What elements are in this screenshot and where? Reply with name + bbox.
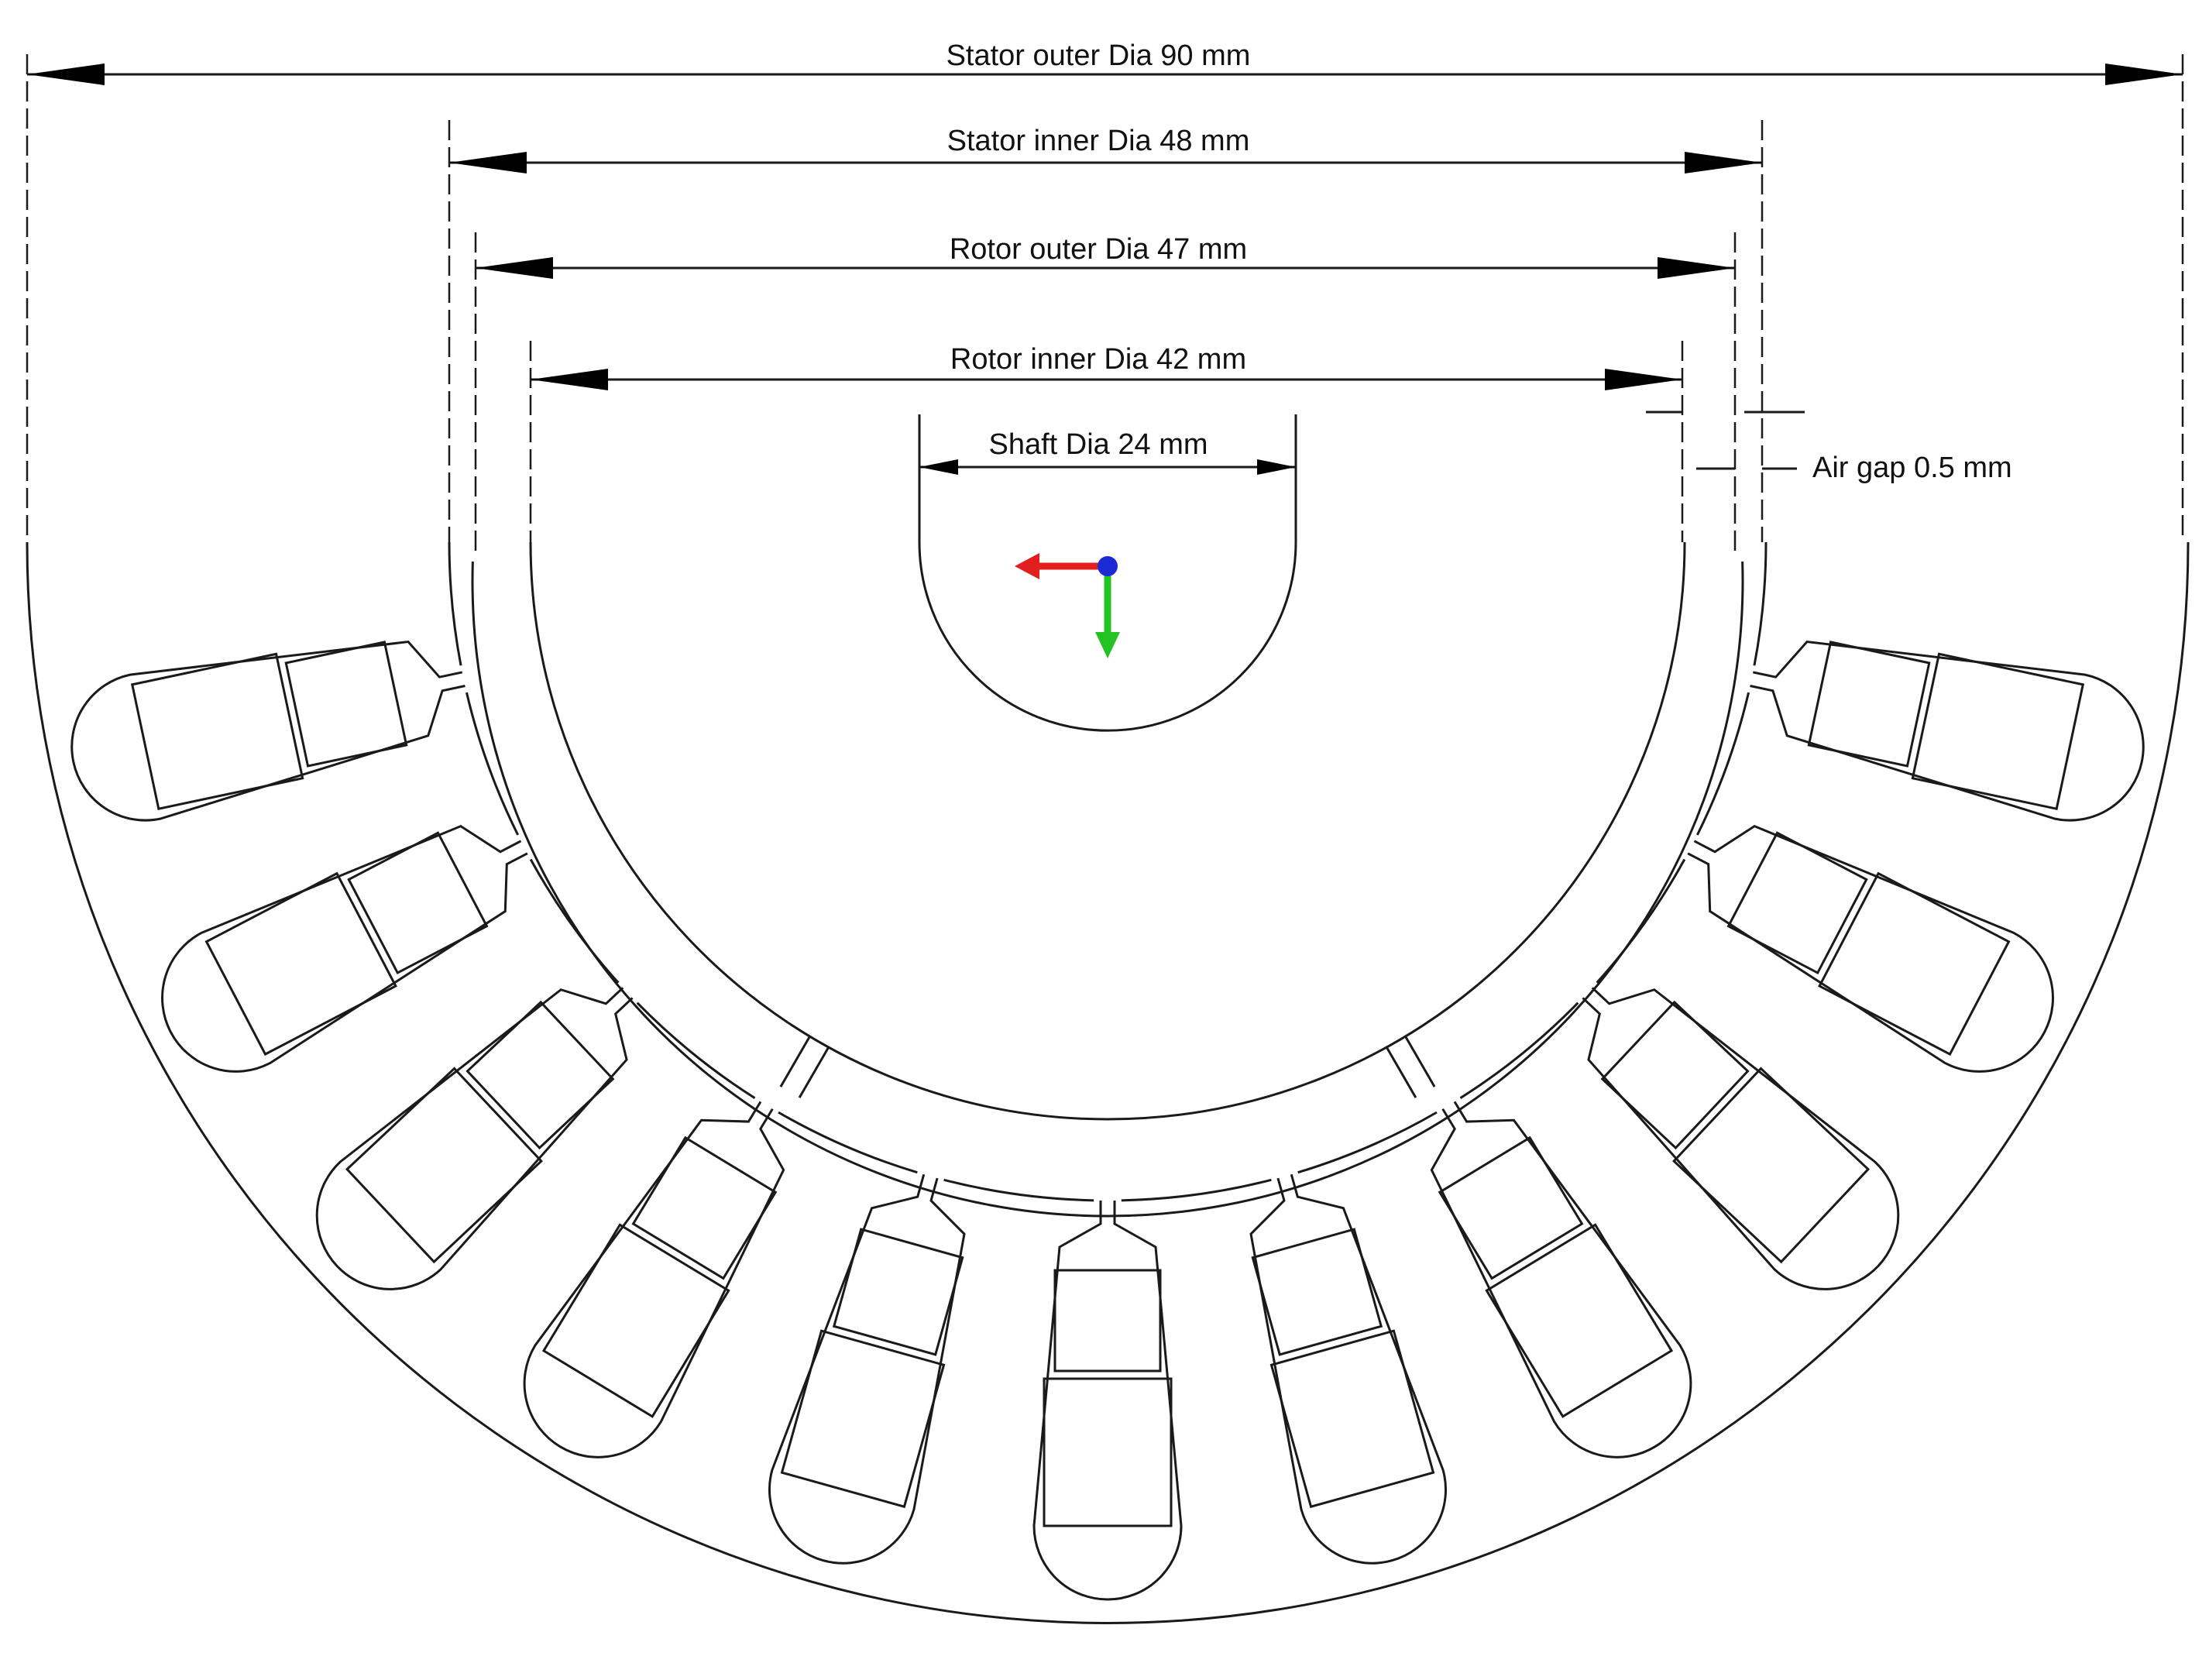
slot-outline: [1687, 824, 2054, 1073]
coil-inner: [1438, 1135, 1584, 1280]
coil-inner: [347, 831, 489, 975]
coil-inner: [1726, 831, 1868, 975]
slot-outline: [161, 824, 528, 1073]
slot-outline: [768, 1173, 966, 1565]
stator-slot: [161, 824, 528, 1073]
stator-inner-dia-label: Stator inner Dia 48 mm: [947, 125, 1250, 157]
rotor-notches: [779, 1036, 1436, 1098]
notch-walls: [779, 1036, 830, 1098]
x-axis-arrow-head: [1015, 553, 1039, 579]
slot-outline: [1750, 640, 2145, 822]
coil-outer: [204, 871, 397, 1056]
shaft-dia-label: Shaft Dia 24 mm: [989, 428, 1208, 461]
coil-inner: [1807, 641, 1931, 768]
stator-slot: [1249, 1173, 1448, 1565]
slot-outline: [1430, 1101, 1692, 1458]
stator-slot: [523, 1101, 785, 1458]
outlines: [26, 541, 2190, 1624]
dimension-lines: [27, 64, 2183, 475]
rotor-inner-dim-arrow-left: [531, 369, 608, 390]
coil-outer: [1485, 1223, 1674, 1418]
rotor-outer-dim-arrow-left: [476, 257, 553, 279]
stator-outer-dia-label: Stator outer Dia 90 mm: [946, 40, 1251, 72]
shaft-dim-arrow-left: [919, 459, 958, 475]
stator-slot: [70, 640, 466, 822]
origin-marker: [1098, 556, 1118, 576]
coil-outer: [1818, 871, 2011, 1056]
coil-outer: [780, 1329, 946, 1509]
slot-outline: [1249, 1173, 1448, 1565]
stator-outer-arc: [26, 541, 2190, 1624]
rotor-notch: [1386, 1036, 1436, 1098]
stator-slots: [70, 640, 2145, 1601]
rotor-outer-dim-arrow-right: [1658, 257, 1735, 279]
slot-outline: [1582, 987, 1900, 1290]
rotor-inner-dim-arrow-right: [1605, 369, 1682, 390]
shaft-arc: [918, 541, 1297, 732]
coil-outer: [130, 652, 304, 811]
rotor-notch: [779, 1036, 830, 1098]
stator-slot: [1032, 1201, 1183, 1601]
stator-slot: [1687, 824, 2054, 1073]
slot-outline: [315, 987, 634, 1290]
coil-inner: [1053, 1269, 1162, 1373]
coil-inner: [1600, 1000, 1750, 1150]
stator-outer-dim-arrow-right: [2105, 64, 2183, 85]
stator-slot: [1430, 1101, 1692, 1458]
stator-slot: [1750, 640, 2145, 822]
coil-inner: [832, 1228, 964, 1356]
stator-inner-dim-arrow-right: [1685, 152, 1762, 173]
rotor-inner-dia-label: Rotor inner Dia 42 mm: [950, 343, 1246, 376]
notch-walls: [1386, 1036, 1436, 1098]
coil-inner: [284, 641, 408, 768]
air-gap-label: Air gap 0.5 mm: [1812, 452, 2012, 484]
coordinate-axis-triad: [1015, 553, 1120, 658]
slot-outline: [1032, 1201, 1183, 1601]
stator-slot: [1582, 987, 1900, 1290]
coil-outer: [541, 1223, 730, 1418]
extension-lines: [26, 54, 2184, 558]
slot-outline: [523, 1101, 785, 1458]
y-axis-arrow-head: [1095, 632, 1120, 658]
stator-inner-edge: [448, 541, 1768, 1202]
rotor-inner-arc: [529, 541, 1686, 1121]
rotor-outer-arc: [471, 561, 1744, 1218]
stator-slot: [768, 1173, 966, 1565]
coil-inner: [1251, 1228, 1383, 1356]
coil-outer: [1043, 1377, 1173, 1527]
coil-outer: [1911, 652, 2085, 811]
dimension-labels: Stator outer Dia 90 mm Stator inner Dia …: [946, 40, 2012, 484]
coil-outer: [345, 1067, 543, 1264]
coil-inner: [631, 1135, 778, 1280]
stator-slot: [315, 987, 634, 1290]
slot-outline: [70, 640, 466, 822]
rotor-outer-dia-label: Rotor outer Dia 47 mm: [950, 233, 1247, 266]
coil-inner: [466, 1000, 615, 1150]
stator-inner-dim-arrow-left: [449, 152, 527, 173]
coil-outer: [1269, 1329, 1435, 1509]
coil-outer: [1672, 1067, 1871, 1264]
shaft-dim-arrow-right: [1257, 459, 1296, 475]
stator-outer-dim-arrow-left: [27, 64, 105, 85]
